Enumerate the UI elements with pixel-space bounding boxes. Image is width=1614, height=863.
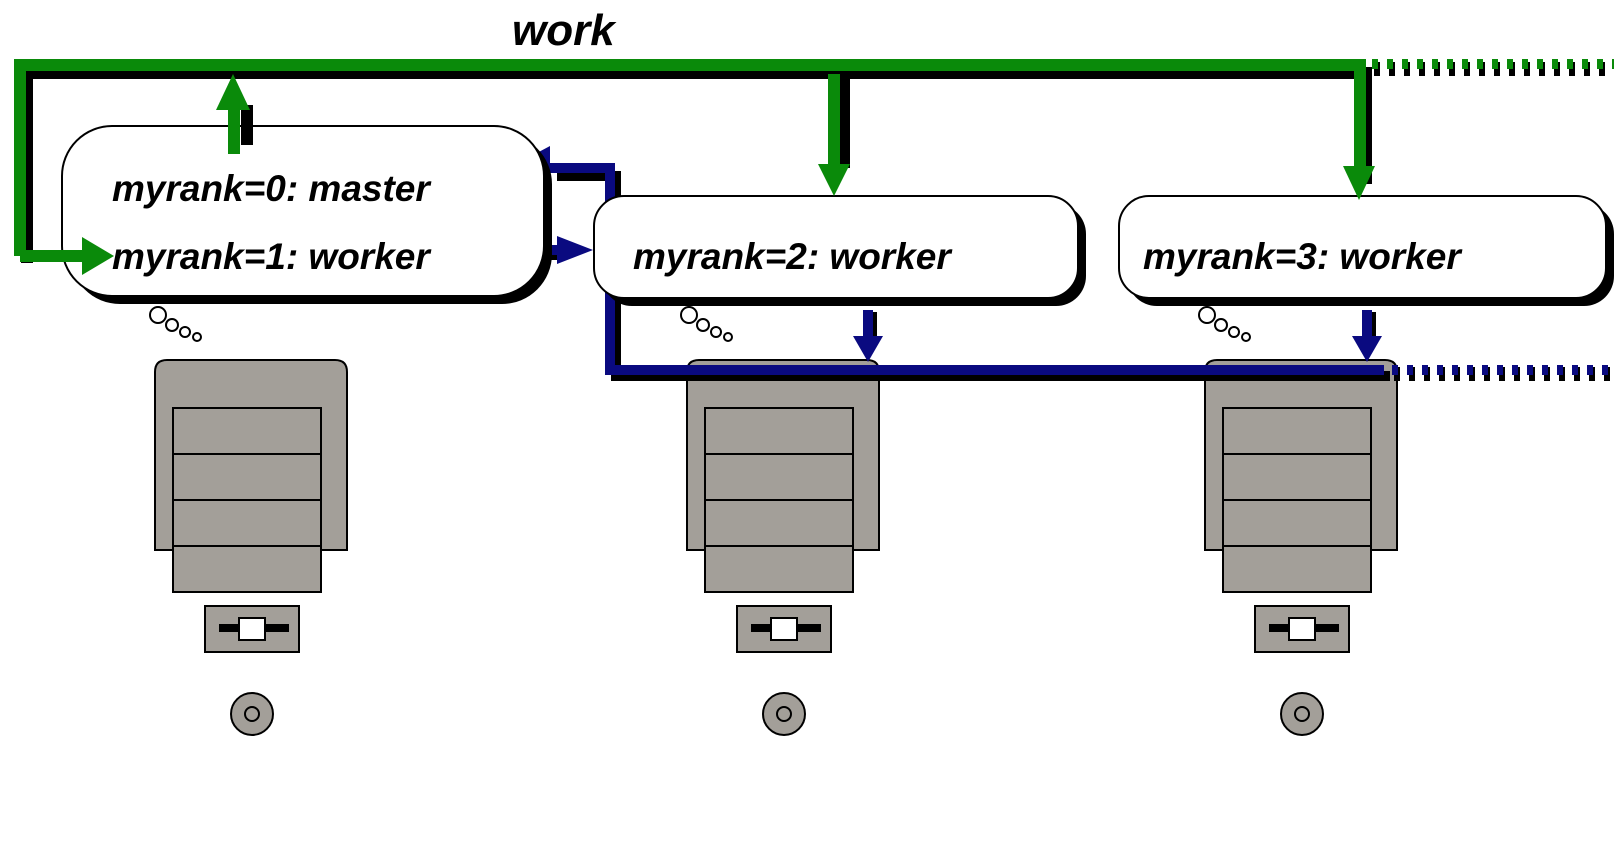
bubble-rank0-rank1 — [61, 125, 552, 304]
process-label-rank2: myrank=2: worker — [633, 236, 953, 277]
thought-dots-3 — [1198, 306, 1251, 342]
work-bus-dashed-continuation — [1372, 59, 1614, 76]
diagram-title: work — [512, 6, 617, 55]
work-arrow-to-rank1 — [20, 237, 114, 275]
computer-3 — [1204, 359, 1398, 736]
result-arrow-rank2-down — [853, 310, 883, 362]
work-arrow-to-rank3 — [1343, 166, 1375, 200]
bubble-rank2 — [593, 195, 1086, 306]
result-arrow-rank3-down — [1352, 310, 1382, 362]
process-label-rank0: myrank=0: master — [112, 168, 432, 209]
result-bus-dashed-continuation — [1392, 365, 1614, 381]
process-label-rank1: myrank=1: worker — [112, 236, 432, 277]
computer-2 — [686, 359, 880, 736]
computer-1 — [154, 359, 348, 736]
work-bus — [14, 59, 1366, 256]
thought-dots-2 — [680, 306, 733, 342]
work-arrow-to-rank2 — [818, 74, 850, 196]
process-label-rank3: myrank=3: worker — [1143, 236, 1463, 277]
bubble-rank3 — [1118, 195, 1614, 306]
work-arrow-from-master-up — [216, 74, 253, 154]
thought-dots-1 — [149, 306, 202, 342]
